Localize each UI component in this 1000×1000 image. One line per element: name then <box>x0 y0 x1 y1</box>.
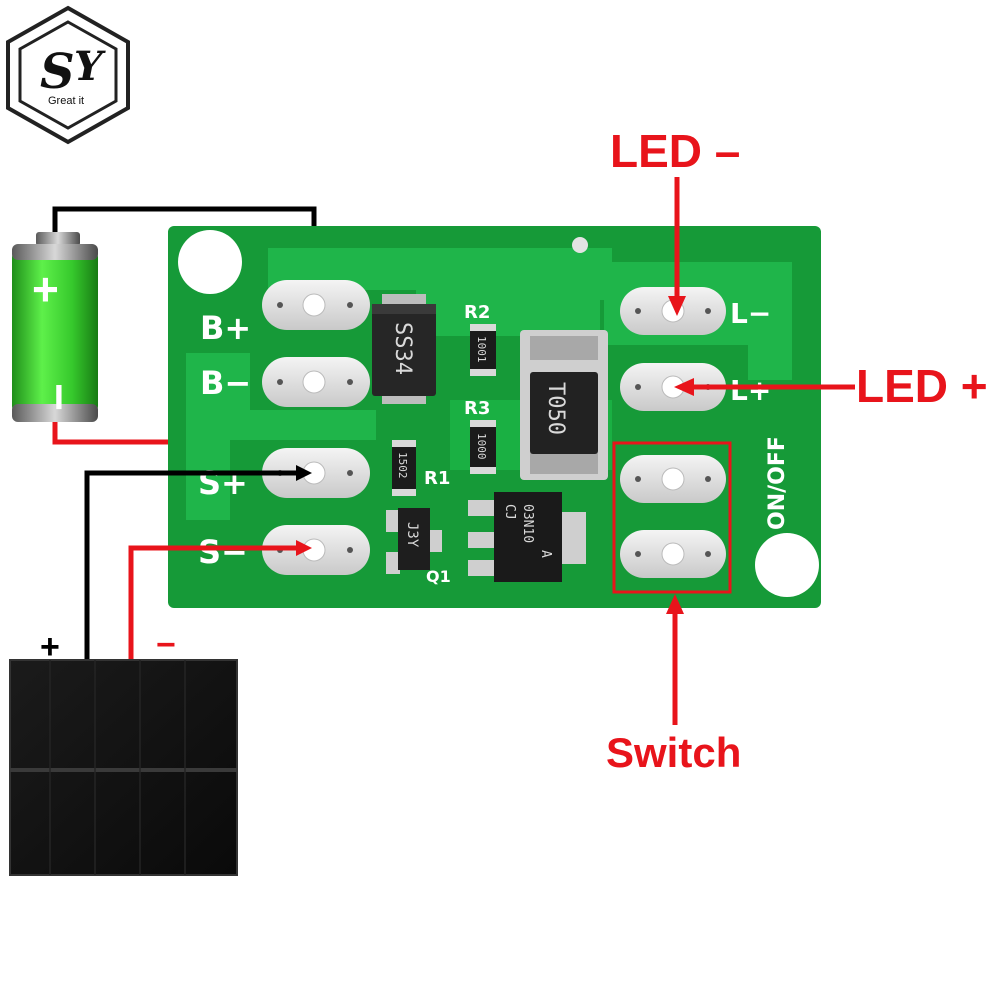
label-b-plus: B+ <box>200 309 251 347</box>
battery-body <box>12 244 98 420</box>
mounting-hole-bottom-right <box>755 533 819 597</box>
copper-pour-top <box>268 248 792 380</box>
resistor-r2: 1001 <box>470 324 496 376</box>
battery: + − <box>12 232 98 422</box>
solar-negative-arrowhead <box>296 540 312 556</box>
label-b-minus: B− <box>200 364 251 402</box>
resistor-r3: 1000 <box>470 420 496 474</box>
ic-chip: CJ 03N10 A <box>468 492 586 582</box>
solar-negative-wire <box>128 545 300 662</box>
callout-led-minus-arrowhead <box>668 296 686 316</box>
logo-letter-s: S <box>40 44 75 100</box>
solar-positive-arrowhead <box>296 465 312 481</box>
logo-tagline: Great it <box>48 95 84 107</box>
solar-positive-wire <box>84 470 300 662</box>
diode-marking: SS34 <box>390 322 415 375</box>
label-l-plus: L+ <box>730 374 771 407</box>
inductor-t050: T050 <box>520 330 608 480</box>
pad-l-minus <box>620 287 726 335</box>
r3-code: 1000 <box>475 433 488 460</box>
callout-led-plus: LED + <box>674 360 988 412</box>
resistor-r1: 1502 <box>392 440 416 496</box>
battery-bottom-ring <box>12 404 98 422</box>
pad-switch-1 <box>620 455 726 503</box>
solar-wires <box>84 465 312 662</box>
callout-switch-label: Switch <box>606 729 741 776</box>
r3-ref: R3 <box>464 398 490 419</box>
diode-ss34: SS34 <box>372 294 436 404</box>
solar-panel: + − <box>9 626 238 876</box>
battery-cap-top <box>36 232 80 246</box>
label-s-plus: S+ <box>198 464 248 502</box>
inductor-marking: T050 <box>543 382 568 435</box>
label-s-minus: S− <box>198 533 248 571</box>
callout-led-minus-label: LED – <box>610 125 740 177</box>
via-top <box>572 237 588 253</box>
label-on-off: ON/OFF <box>765 436 790 530</box>
r2-ref: R2 <box>464 302 490 323</box>
battery-top-ring <box>12 244 98 260</box>
q1-code: J3Y <box>404 522 420 548</box>
ic-code-line1: CJ <box>502 504 517 520</box>
solar-panel-body <box>9 659 238 876</box>
callout-led-plus-arrowhead <box>674 378 694 396</box>
solar-minus-label: − <box>156 626 176 664</box>
callout-led-plus-label: LED + <box>856 360 988 412</box>
r1-code: 1502 <box>396 452 409 479</box>
transistor-q1: J3Y <box>386 508 442 574</box>
pcb-board: B+ B− S+ S− L− L+ ON/OFF <box>168 226 821 608</box>
pad-b-minus <box>262 357 370 407</box>
pad-b-plus <box>262 280 370 330</box>
brand-logo: S Y Great it <box>6 5 130 145</box>
logo-hexagon-inner <box>18 20 118 130</box>
label-l-minus: L− <box>730 297 771 330</box>
mounting-hole-top-left <box>178 230 242 294</box>
switch-highlight-box <box>612 441 732 594</box>
q1-ref: Q1 <box>426 567 451 586</box>
ic-code-line2: 03N10 <box>520 504 535 543</box>
battery-minus-symbol: − <box>32 383 85 411</box>
callout-switch: Switch <box>606 594 741 776</box>
callout-led-minus: LED – <box>610 125 740 316</box>
pad-switch-2 <box>620 530 726 578</box>
copper-pour-left <box>186 353 376 520</box>
r2-code: 1001 <box>475 336 488 363</box>
callout-switch-arrowhead <box>666 594 684 614</box>
battery-plus-symbol: + <box>32 263 59 315</box>
logo-letter-y: Y <box>74 43 106 90</box>
solar-plus-label: + <box>40 628 60 666</box>
r1-ref: R1 <box>424 468 450 489</box>
ic-code-line3: A <box>538 550 553 558</box>
